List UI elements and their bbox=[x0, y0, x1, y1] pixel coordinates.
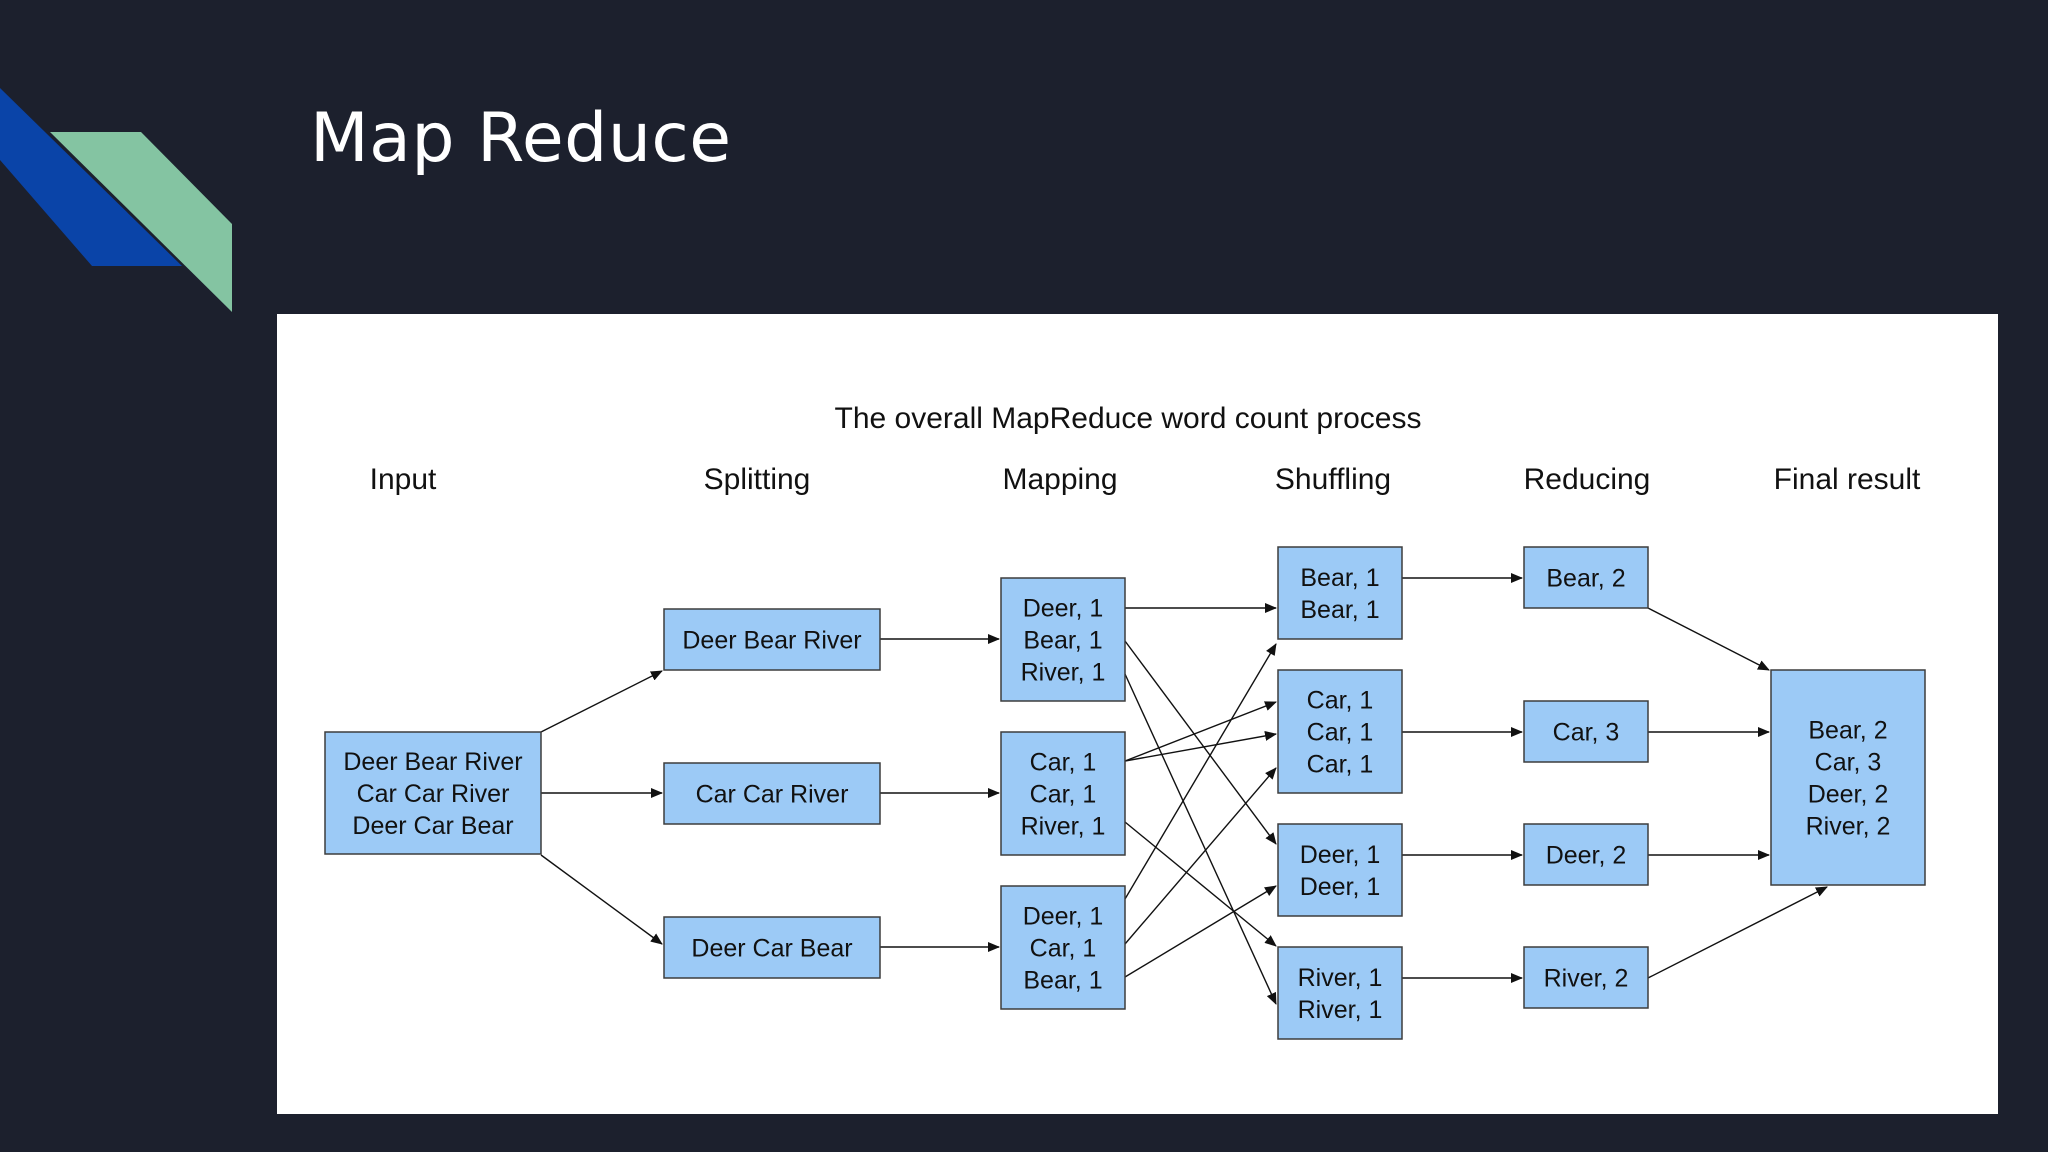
node-final: Bear, 2 Car, 3 Deer, 2 River, 2 bbox=[1770, 669, 1926, 886]
node-map2: Car, 1 Car, 1 River, 1 bbox=[1000, 731, 1126, 856]
node-label-rdDeer-0: Deer, 2 bbox=[1546, 842, 1627, 870]
node-map1: Deer, 1 Bear, 1 River, 1 bbox=[1000, 577, 1126, 702]
node-box-map1 bbox=[1000, 577, 1126, 702]
node-label-shRiver-1: River, 1 bbox=[1298, 996, 1383, 1024]
node-label-rdBear-0: Bear, 2 bbox=[1546, 565, 1625, 593]
node-label-rdCar-0: Car, 3 bbox=[1553, 719, 1620, 747]
node-shRiver: River, 1 River, 1 bbox=[1277, 946, 1403, 1040]
node-label-map2-2: River, 1 bbox=[1021, 813, 1106, 841]
node-label-map1-0: Deer, 1 bbox=[1023, 595, 1104, 623]
mint-stripe bbox=[50, 132, 232, 312]
stage-labels: Input Splitting Mapping Shuffling Reducing Fi… bbox=[370, 463, 1921, 496]
edge-input-to-split3 bbox=[540, 854, 663, 945]
stage-label-mapping: Mapping bbox=[1002, 463, 1117, 496]
node-box-input bbox=[324, 731, 542, 855]
stage-label-reducing: Reducing bbox=[1524, 463, 1651, 496]
edge-map3-to-shCar bbox=[1124, 767, 1277, 945]
node-label-map1-1: Bear, 1 bbox=[1023, 627, 1102, 655]
node-box-shCar bbox=[1277, 669, 1403, 794]
edge-rdBear-to-final bbox=[1647, 607, 1770, 671]
node-label-map3-0: Deer, 1 bbox=[1023, 903, 1104, 931]
node-label-shCar-1: Car, 1 bbox=[1307, 719, 1374, 747]
node-label-split1-0: Deer Bear River bbox=[682, 627, 861, 655]
node-shCar: Car, 1 Car, 1 Car, 1 bbox=[1277, 669, 1403, 794]
node-map3: Deer, 1 Car, 1 Bear, 1 bbox=[1000, 885, 1126, 1010]
node-box-shRiver bbox=[1277, 946, 1403, 1040]
node-shDeer: Deer, 1 Deer, 1 bbox=[1277, 823, 1403, 917]
node-label-input-0: Deer Bear River bbox=[343, 748, 522, 776]
node-label-map1-2: River, 1 bbox=[1021, 659, 1106, 687]
node-box-map2 bbox=[1000, 731, 1126, 856]
edge-map2-to-shCar bbox=[1124, 701, 1277, 762]
node-label-shDeer-1: Deer, 1 bbox=[1300, 873, 1381, 901]
node-label-split3-0: Deer Car Bear bbox=[691, 935, 852, 963]
stage-label-splitting: Splitting bbox=[704, 463, 811, 496]
node-label-shRiver-0: River, 1 bbox=[1298, 964, 1383, 992]
node-label-shBear-0: Bear, 1 bbox=[1300, 564, 1379, 592]
node-label-shCar-2: Car, 1 bbox=[1307, 751, 1374, 779]
node-label-map2-0: Car, 1 bbox=[1030, 749, 1097, 777]
slide-title: Map Reduce bbox=[310, 99, 732, 178]
edge-map1-to-shDeer bbox=[1124, 640, 1277, 845]
edge-map3-to-shDeer bbox=[1124, 643, 1277, 900]
node-label-final-1: Car, 3 bbox=[1815, 749, 1882, 777]
blue-stripe bbox=[0, 88, 182, 266]
node-shBear: Bear, 1 Bear, 1 bbox=[1277, 546, 1403, 640]
node-label-shCar-0: Car, 1 bbox=[1307, 687, 1374, 715]
node-box-rdRiver bbox=[1523, 946, 1649, 1009]
node-rdRiver: River, 2 bbox=[1523, 946, 1649, 1009]
node-label-map3-1: Car, 1 bbox=[1030, 935, 1097, 963]
node-label-input-2: Deer Car Bear bbox=[352, 812, 513, 840]
stage-label-shuffling: Shuffling bbox=[1275, 463, 1391, 496]
node-split1: Deer Bear River bbox=[663, 608, 881, 671]
edge-map2-to-shRiver bbox=[1124, 821, 1277, 947]
edge-map1-to-shRiver bbox=[1124, 673, 1277, 1005]
edge-rdRiver-to-final bbox=[1647, 886, 1828, 979]
node-label-final-3: River, 2 bbox=[1806, 813, 1891, 841]
node-rdBear: Bear, 2 bbox=[1523, 546, 1649, 609]
node-box-split1 bbox=[663, 608, 881, 671]
node-box-map3 bbox=[1000, 885, 1126, 1010]
node-box-shBear bbox=[1277, 546, 1403, 640]
stage-label-input: Input bbox=[370, 463, 437, 496]
stage-label-final-result: Final result bbox=[1774, 463, 1921, 496]
node-rdCar: Car, 3 bbox=[1523, 700, 1649, 763]
node-box-shDeer bbox=[1277, 823, 1403, 917]
node-label-shBear-1: Bear, 1 bbox=[1300, 596, 1379, 624]
mapreduce-diagram: The overall MapReduce word count process… bbox=[324, 402, 1926, 1040]
diagram-title: The overall MapReduce word count process bbox=[835, 402, 1422, 435]
node-label-final-0: Bear, 2 bbox=[1808, 717, 1887, 745]
corner-decoration bbox=[0, 88, 232, 312]
node-label-map3-2: Bear, 1 bbox=[1023, 967, 1102, 995]
node-box-rdCar bbox=[1523, 700, 1649, 763]
node-label-final-2: Deer, 2 bbox=[1808, 781, 1889, 809]
edge-input-to-split1 bbox=[540, 670, 663, 733]
node-rdDeer: Deer, 2 bbox=[1523, 823, 1649, 886]
edge-map2-to-shCar bbox=[1124, 731, 1277, 762]
node-label-split2-0: Car Car River bbox=[696, 781, 849, 809]
diagram-figure: The overall MapReduce word count process… bbox=[277, 314, 1998, 1114]
node-box-final bbox=[1770, 669, 1926, 886]
node-label-shDeer-0: Deer, 1 bbox=[1300, 841, 1381, 869]
node-box-rdBear bbox=[1523, 546, 1649, 609]
node-split2: Car Car River bbox=[663, 762, 881, 825]
edge-map3-to-shBear bbox=[1124, 885, 1277, 978]
node-label-rdRiver-0: River, 2 bbox=[1544, 965, 1629, 993]
node-label-map2-1: Car, 1 bbox=[1030, 781, 1097, 809]
node-box-split3 bbox=[663, 916, 881, 979]
node-split3: Deer Car Bear bbox=[663, 916, 881, 979]
edges bbox=[540, 573, 1828, 1005]
node-box-split2 bbox=[663, 762, 881, 825]
node-box-rdDeer bbox=[1523, 823, 1649, 886]
node-label-input-1: Car Car River bbox=[357, 780, 510, 808]
